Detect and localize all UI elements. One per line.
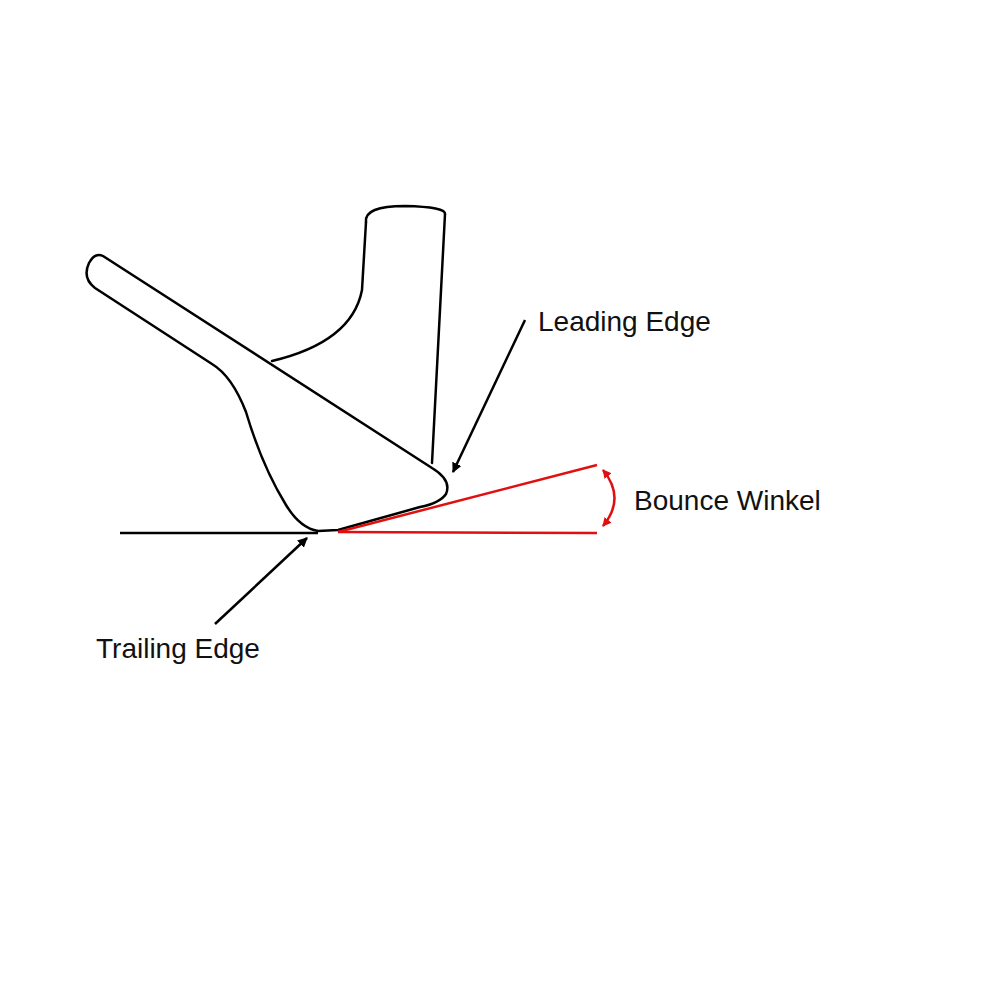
angle-label: Bounce Winkel — [634, 485, 821, 517]
angle-arrow — [603, 470, 615, 526]
part-label: Trailing Edge — [96, 633, 260, 665]
sole-angle-line — [338, 465, 597, 532]
club-head — [87, 206, 448, 531]
part-label: Leading Edge — [538, 306, 711, 338]
horizontal-reference — [338, 532, 597, 533]
leader-line — [215, 538, 307, 624]
ground-line — [120, 532, 318, 535]
leader-line — [453, 320, 525, 472]
